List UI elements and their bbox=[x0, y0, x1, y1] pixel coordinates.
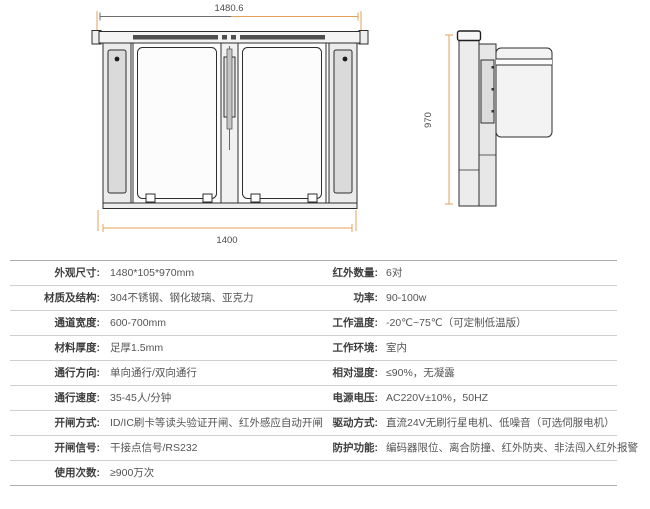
spec-label: 外观尺寸: bbox=[54, 267, 101, 279]
spec-value bbox=[378, 461, 617, 485]
spec-label: 通行方向: bbox=[54, 367, 101, 379]
technical-drawing: 1480.6 bbox=[0, 0, 650, 252]
spec-label: 通道宽度: bbox=[54, 317, 101, 329]
dim-label-top-width: 1480.6 bbox=[214, 3, 243, 14]
spec-row: 通行速度: 35-45人/分钟 电源电压: AC220V±10%，50HZ bbox=[10, 386, 617, 411]
spec-value: 单向通行/双向通行 bbox=[110, 367, 197, 379]
spec-value: ≥900万次 bbox=[110, 467, 155, 479]
spec-value: 304不锈钢、钢化玻璃、亚克力 bbox=[110, 292, 254, 304]
left-post bbox=[102, 42, 132, 205]
mechanism-housing bbox=[480, 59, 495, 124]
led-indicator-strips bbox=[133, 35, 325, 40]
spec-value: 90-100w bbox=[386, 292, 427, 304]
spec-label: 相对湿度: bbox=[332, 367, 379, 379]
spec-label: 电源电压: bbox=[332, 392, 379, 404]
spec-row: 使用次数: ≥900万次 bbox=[10, 461, 617, 486]
right-post bbox=[328, 42, 358, 205]
spec-row: 外观尺寸: 1480*105*970mm 红外数量: 6对 bbox=[10, 261, 617, 286]
spec-value: -20℃~75℃（可定制低温版） bbox=[386, 317, 527, 329]
spec-value: ≤90%，无凝露 bbox=[386, 367, 455, 379]
spec-row: 通行方向: 单向通行/双向通行 相对湿度: ≤90%，无凝露 bbox=[10, 361, 617, 386]
spec-label: 开闸方式: bbox=[54, 417, 101, 429]
spec-label: 开闸信号: bbox=[54, 442, 101, 454]
spec-label: 材质及结构: bbox=[44, 292, 100, 304]
spec-label: 工作温度: bbox=[332, 317, 379, 329]
spec-table: 外观尺寸: 1480*105*970mm 红外数量: 6对 材质及结构: 304… bbox=[10, 260, 638, 486]
side-view: 970 bbox=[423, 30, 553, 207]
spec-value: 600-700mm bbox=[110, 317, 167, 329]
spec-row: 材质及结构: 304不锈钢、钢化玻璃、亚克力 功率: 90-100w bbox=[10, 286, 617, 311]
spec-label: 工作环境: bbox=[332, 342, 379, 354]
cabinet-body bbox=[456, 30, 482, 207]
front-view: 1480.6 bbox=[91, 3, 369, 246]
left-post-sensor-dot bbox=[114, 56, 120, 62]
spec-row: 材料厚度: 足厚1.5mm 工作环境: 室内 bbox=[10, 336, 617, 361]
dim-height: 970 bbox=[423, 34, 453, 205]
spec-label: 使用次数: bbox=[54, 467, 101, 479]
right-door-panel bbox=[237, 42, 327, 204]
base-bar bbox=[102, 202, 358, 209]
spec-value: 足厚1.5mm bbox=[110, 342, 164, 354]
extension-lines bbox=[96, 11, 362, 231]
spec-label: 红外数量: bbox=[332, 267, 379, 279]
dim-width-bottom: 1400 bbox=[102, 224, 353, 246]
spec-value: 干接点信号/RS232 bbox=[110, 442, 198, 454]
dim-label-height: 970 bbox=[423, 112, 434, 128]
center-column bbox=[220, 42, 239, 205]
left-door-panel bbox=[132, 42, 222, 204]
spec-value: 室内 bbox=[386, 342, 407, 354]
spec-label: 材料厚度: bbox=[54, 342, 101, 354]
spec-label bbox=[300, 461, 378, 485]
cabinet-top-cap bbox=[456, 30, 482, 42]
cabinet-inner-column bbox=[478, 43, 497, 207]
right-post-sensor-dot bbox=[342, 56, 348, 62]
spec-value: 35-45人/分钟 bbox=[110, 392, 172, 404]
spec-row: 通道宽度: 600-700mm 工作温度: -20℃~75℃（可定制低温版） bbox=[10, 311, 617, 336]
spec-row: 开闸方式: ID/IC刷卡等读头验证开闸、红外感应自动开闸 驱动方式: 直流24… bbox=[10, 411, 617, 436]
center-mechanism-rod bbox=[226, 48, 233, 130]
dim-label-bottom-width: 1400 bbox=[216, 235, 237, 246]
drawing-svg: 1480.6 bbox=[91, 3, 553, 246]
spec-label: 防护功能: bbox=[332, 442, 379, 454]
spec-row: 开闸信号: 干接点信号/RS232 防护功能: 编码器限位、离合防撞、红外防夹、… bbox=[10, 436, 638, 461]
spec-label: 通行速度: bbox=[54, 392, 101, 404]
swing-flap bbox=[495, 47, 553, 138]
spec-value: 直流24V无刷行星电机、低噪音（可选伺服电机） bbox=[386, 417, 615, 429]
spec-label: 功率: bbox=[353, 292, 379, 304]
spec-value: 6对 bbox=[386, 267, 403, 279]
spec-value: ID/IC刷卡等读头验证开闸、红外感应自动开闸 bbox=[110, 417, 323, 429]
dim-width-top: 1480.6 bbox=[99, 3, 359, 21]
spec-label: 驱动方式: bbox=[332, 417, 379, 429]
spec-value: 编码器限位、离合防撞、红外防夹、非法闯入红外报警 bbox=[386, 442, 638, 454]
spec-value: 1480*105*970mm bbox=[110, 267, 195, 279]
housing-screws bbox=[491, 66, 494, 113]
spec-value: AC220V±10%，50HZ bbox=[386, 392, 489, 404]
